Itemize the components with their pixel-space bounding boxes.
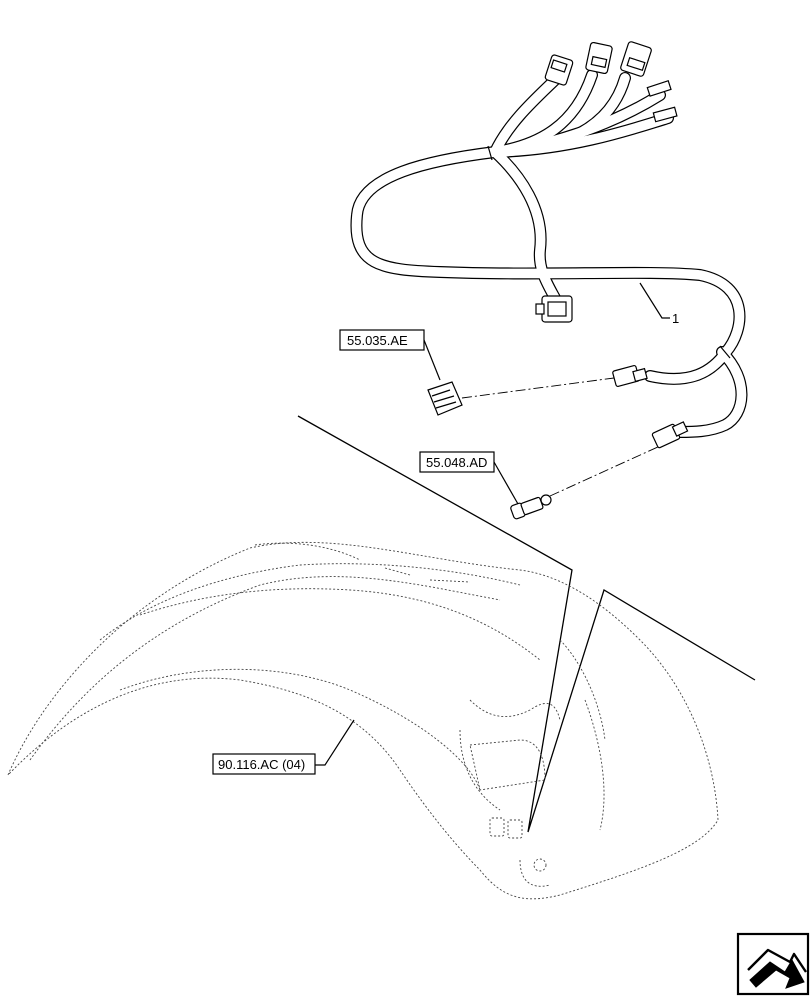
callout-sensor-connector: 55.035.AE: [339, 329, 441, 381]
top-connector-2: [585, 41, 613, 75]
wiring-harness: 1: [350, 41, 748, 449]
wire-end-1: [646, 80, 672, 97]
relay-connector: [535, 295, 573, 323]
top-connector-1: [544, 54, 574, 86]
callout-fender: 90.116.AC (04): [212, 719, 355, 775]
callout-switch: 55.048.AD: [419, 451, 519, 505]
svg-text:55.035.AE: 55.035.AE: [347, 333, 408, 348]
top-connector-3: [620, 41, 652, 77]
next-page-arrow-icon[interactable]: [736, 932, 810, 996]
wire-end-2: [652, 106, 678, 123]
sensor-connector-part: [427, 377, 615, 416]
item-number-label: 1: [672, 311, 679, 326]
svg-text:90.116.AC (04): 90.116.AC (04): [218, 757, 305, 772]
svg-text:55.048.AD: 55.048.AD: [426, 455, 487, 470]
harness-connector-upper: [612, 365, 648, 387]
fender-outline: [7, 541, 719, 900]
section-cut-lines: [297, 415, 756, 833]
harness-connector-lower: [651, 421, 689, 449]
switch-part: [510, 445, 661, 520]
